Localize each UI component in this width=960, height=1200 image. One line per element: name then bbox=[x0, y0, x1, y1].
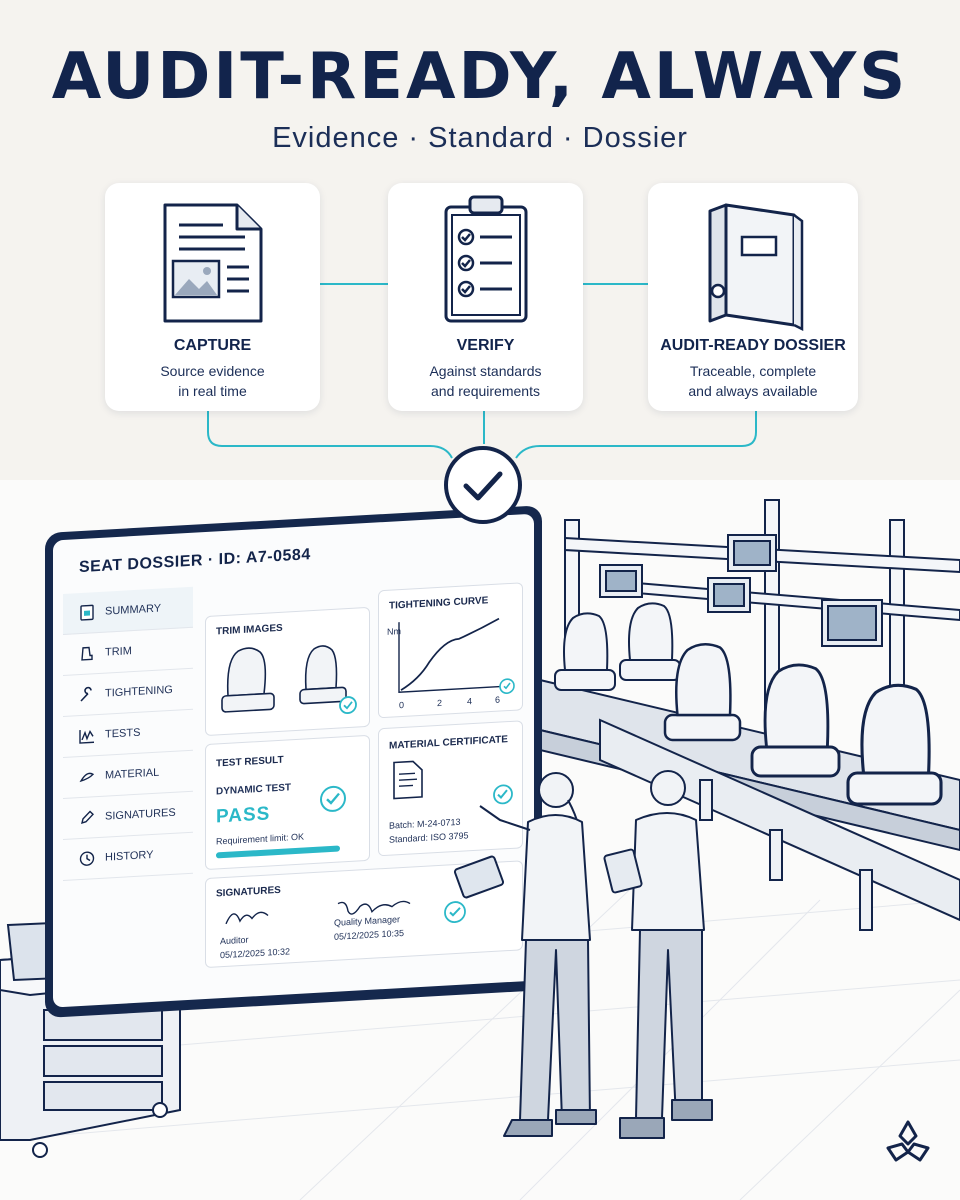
binder-icon bbox=[708, 203, 804, 331]
step-desc-line: in real time bbox=[178, 383, 247, 399]
step-desc-line: Traceable, complete bbox=[689, 363, 817, 379]
sidebar-item-tightening[interactable]: TIGHTENING bbox=[63, 668, 193, 717]
material-icon bbox=[79, 772, 95, 783]
step-title: VERIFY bbox=[456, 337, 515, 354]
step-card-dossier: AUDIT-READY DOSSIER Traceable, complete … bbox=[648, 183, 858, 411]
clipboard-checklist-icon bbox=[444, 195, 527, 323]
tightening-curve-panel[interactable]: TIGHTENING CURVE Nm 0 2 4 6 bbox=[378, 582, 523, 719]
step-card-verify: VERIFY Against standards and requirement… bbox=[388, 183, 583, 411]
document-image-icon bbox=[163, 203, 262, 323]
sidebar-item-trim[interactable]: TRIM bbox=[63, 627, 193, 676]
step-card-capture: CAPTURE Source evidence in real time bbox=[105, 183, 320, 411]
test-result-panel[interactable]: TEST RESULT DYNAMIC TEST PASS Requiremen… bbox=[205, 734, 370, 871]
verified-check-badge bbox=[444, 446, 522, 524]
pen-icon bbox=[81, 810, 94, 824]
brand-logo-icon bbox=[886, 1120, 930, 1162]
step-desc-line: and requirements bbox=[431, 383, 540, 399]
step-description: Source evidence in real time bbox=[105, 361, 320, 401]
step-title: AUDIT-READY DOSSIER bbox=[660, 337, 846, 354]
seat-icon bbox=[81, 646, 93, 661]
page-subtitle: Evidence · Standard · Dossier bbox=[272, 122, 688, 154]
step-description: Against standards and requirements bbox=[388, 361, 583, 401]
check-circle-icon bbox=[320, 785, 346, 812]
step-desc-line: Against standards bbox=[429, 363, 542, 379]
wrench-icon bbox=[80, 686, 92, 702]
seat-dossier-monitor: SEAT DOSSIER · ID: A7-0584 SUMMARY TRIM … bbox=[45, 505, 542, 1018]
step-title: CAPTURE bbox=[173, 337, 252, 354]
dossier-sidebar: SUMMARY TRIM TIGHTENING TESTS MATERIAL S… bbox=[63, 586, 193, 881]
check-circle-icon bbox=[493, 784, 513, 805]
trim-images-panel[interactable]: TRIM IMAGES bbox=[205, 606, 370, 737]
certificate-document-icon bbox=[393, 760, 423, 800]
summary-icon bbox=[80, 604, 94, 621]
step-desc-line: and always available bbox=[688, 383, 818, 399]
sidebar-item-tests[interactable]: TESTS bbox=[63, 709, 193, 758]
material-certificate-panel[interactable]: MATERIAL CERTIFICATE Batch: M-24-0713 St… bbox=[378, 720, 523, 857]
step-desc-line: Source evidence bbox=[160, 363, 265, 379]
check-circle-icon bbox=[444, 901, 466, 923]
clock-icon bbox=[79, 851, 95, 866]
sidebar-item-material[interactable]: MATERIAL bbox=[63, 750, 193, 799]
handwritten-signatures bbox=[225, 900, 411, 925]
sidebar-item-signatures[interactable]: SIGNATURES bbox=[63, 791, 193, 840]
sidebar-item-summary[interactable]: SUMMARY bbox=[63, 586, 193, 635]
sidebar-item-history[interactable]: HISTORY bbox=[63, 832, 193, 881]
wave-chart-icon bbox=[79, 729, 94, 744]
tightening-curve-chart bbox=[398, 617, 515, 694]
seat-dossier-screen: SEAT DOSSIER · ID: A7-0584 SUMMARY TRIM … bbox=[53, 513, 534, 1008]
page-title: AUDIT-READY, ALWAYS bbox=[51, 40, 909, 114]
signatures-panel[interactable]: SIGNATURES Auditor 05/12/2025 10:32 Qual… bbox=[205, 860, 523, 969]
step-description: Traceable, complete and always available bbox=[648, 361, 858, 401]
seat-photos bbox=[221, 645, 357, 714]
